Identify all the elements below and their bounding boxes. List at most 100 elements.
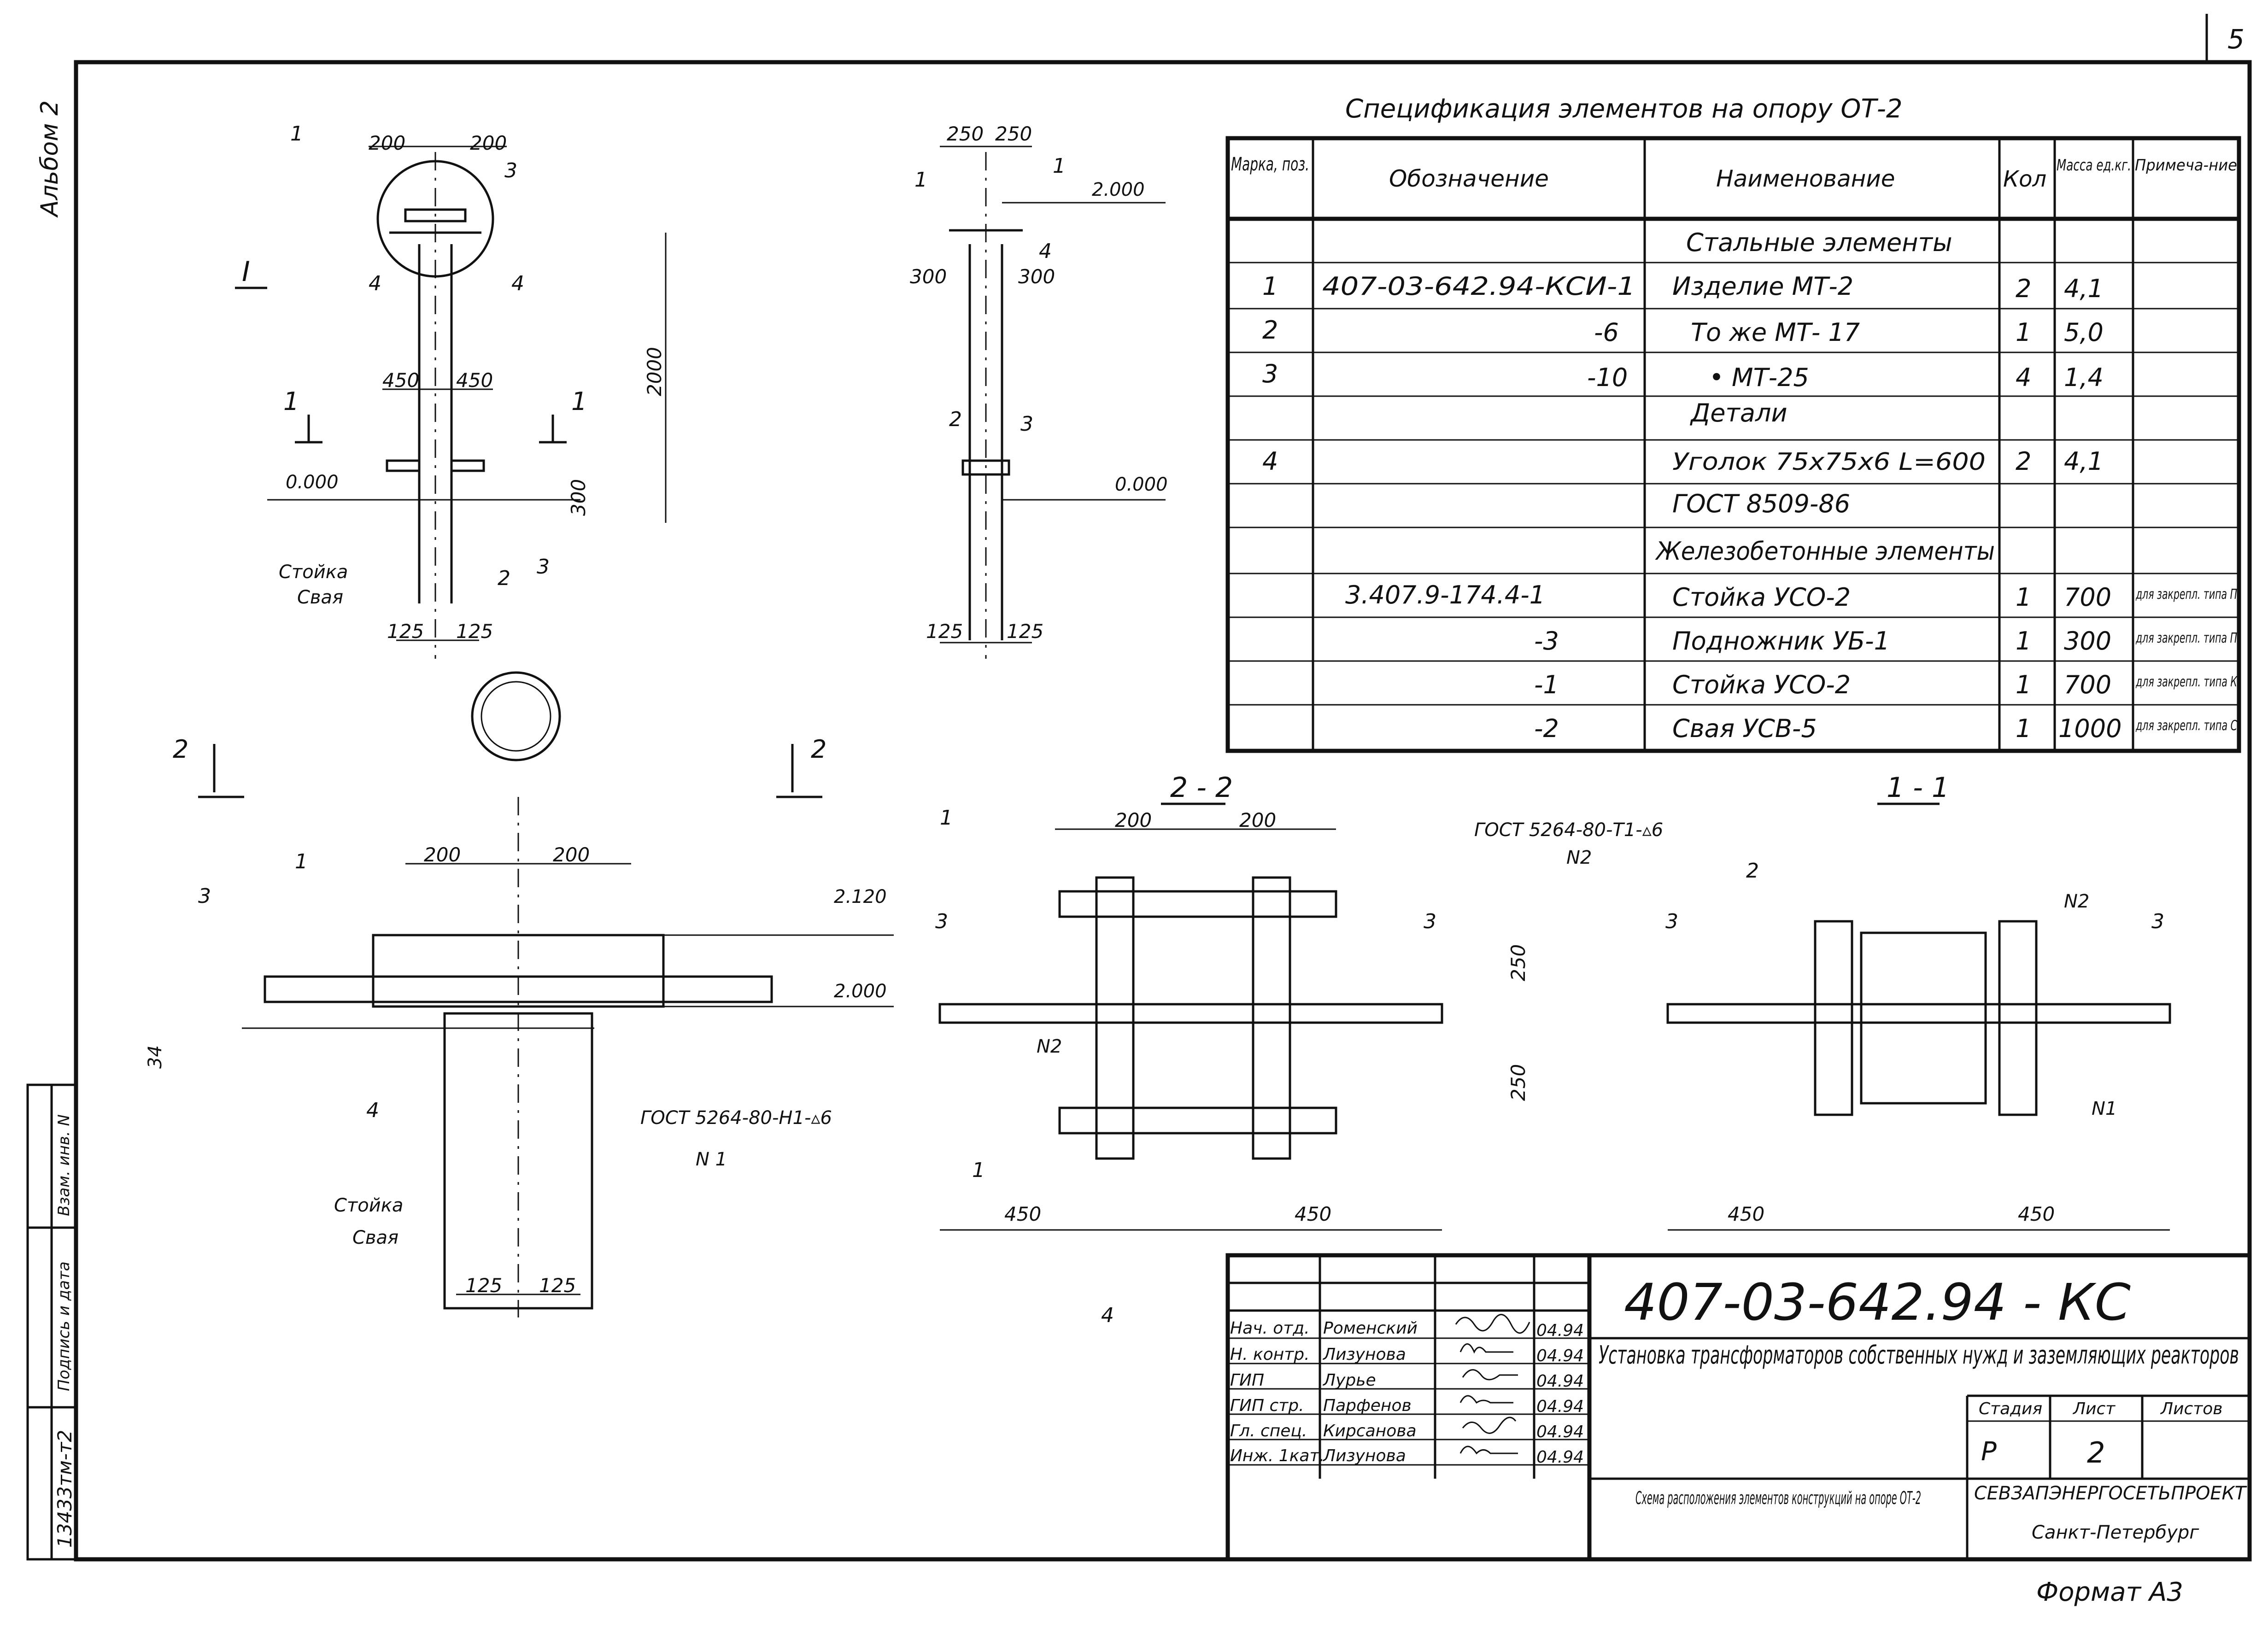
spec-row-1-pos: 1 (1262, 272, 1278, 301)
svg-text:2.000: 2.000 (1092, 179, 1145, 200)
spec-row-11-qty: 1 (2016, 714, 2031, 743)
svg-text:3: 3 (1665, 910, 1678, 933)
spec-row-3-qty: 4 (2016, 363, 2031, 392)
svg-text:450: 450 (382, 369, 419, 392)
svg-text:Гл. спец.: Гл. спец. (1230, 1422, 1307, 1440)
svg-text:04.94: 04.94 (1536, 1397, 1584, 1416)
signatures (1455, 1314, 1530, 1455)
svg-text:250: 250 (1507, 944, 1530, 981)
org-name: СЕВЗАПЭНЕРГОСЕТЬПРОЕКТ (1974, 1483, 2248, 1504)
spec-row-11-designation: -2 (1534, 714, 1559, 743)
spec-row-5-name: Уголок 75х75х6 L=600 (1672, 448, 1986, 476)
spec-row-9-note: для закрепл. типа П (2135, 630, 2237, 646)
view-detail-I: 200 200 34 125 125 2.120 2.000 ГОСТ 5264… (145, 735, 894, 1317)
svg-text:Стойка: Стойка (279, 562, 348, 583)
svg-text:200: 200 (369, 132, 405, 154)
spec-header-pos: Марка, поз. (1231, 154, 1309, 175)
svg-text:300: 300 (567, 479, 590, 516)
svg-text:1: 1 (1053, 154, 1066, 178)
svg-text:1: 1 (914, 168, 927, 192)
svg-text:3: 3 (1424, 910, 1436, 933)
spec-row-5-mass: 4,1 (2064, 447, 2104, 476)
svg-text:450: 450 (1004, 1203, 1041, 1225)
svg-text:200: 200 (1239, 809, 1276, 831)
svg-text:4: 4 (1101, 1304, 1114, 1327)
sheet-title: Схема расположения элементов конструкций… (1635, 1488, 1921, 1508)
svg-text:ГИП стр.: ГИП стр. (1230, 1396, 1304, 1415)
svg-text:125: 125 (387, 620, 424, 643)
svg-text:1: 1 (290, 122, 303, 146)
svg-text:450: 450 (2018, 1203, 2055, 1225)
svg-text:2 - 2: 2 - 2 (1170, 772, 1233, 804)
svg-text:04.94: 04.94 (1536, 1448, 1584, 1467)
sheets-label: Листов (2160, 1399, 2222, 1418)
svg-text:04.94: 04.94 (1536, 1346, 1584, 1365)
svg-text:125: 125 (1007, 620, 1043, 643)
svg-text:1: 1 (972, 1159, 985, 1182)
spec-row-10-mass: 700 (2064, 670, 2111, 699)
svg-text:04.94: 04.94 (1536, 1321, 1584, 1340)
spec-header-mass: Масса ед.кг. (2057, 156, 2131, 175)
svg-text:2000: 2000 (643, 347, 666, 396)
spec-row-7-name: Железобетонные элементы (1655, 537, 1995, 566)
sheet-frame (74, 60, 2252, 1562)
spec-row-3-designation: -10 (1587, 363, 1628, 392)
spec-row-2-qty: 1 (2016, 318, 2031, 347)
spec-header-designation: Обозначение (1389, 165, 1549, 192)
spec-row-2-pos: 2 (1262, 316, 1278, 345)
svg-text:1: 1 (283, 387, 299, 416)
svg-text:300: 300 (1018, 265, 1055, 288)
svg-text:0.000: 0.000 (1115, 474, 1168, 495)
svg-text:Инж. 1кат.: Инж. 1кат. (1230, 1446, 1324, 1465)
svg-text:34: 34 (145, 1045, 166, 1069)
drawing-code: 407-03-642.94 - КС (1624, 1273, 2131, 1332)
stage-label: Стадия (1979, 1399, 2042, 1418)
svg-text:1: 1 (940, 806, 953, 830)
view-section-2-2: 2 - 2 200 200 250 250 450 450 ГОСТ 5264-… (935, 772, 1663, 1327)
format-label: Формат А3 (2036, 1577, 2183, 1607)
svg-text:250: 250 (947, 123, 984, 145)
spec-row-3-mass: 1,4 (2064, 363, 2104, 392)
svg-text:250: 250 (995, 123, 1032, 145)
spec-row-8-name: Стойка УСО-2 (1672, 583, 1851, 612)
svg-text:Лурье: Лурье (1322, 1371, 1376, 1390)
spec-row-8-note: для закрепл. типа П (2135, 586, 2237, 603)
sheet-label: Лист (2072, 1399, 2116, 1418)
svg-text:3: 3 (935, 910, 948, 933)
spec-header-name: Наименование (1716, 165, 1895, 192)
spec-row-11-name: Свая УСВ-5 (1672, 714, 1817, 743)
svg-text:2.120: 2.120 (834, 886, 887, 907)
spec-row-2-designation: -6 (1594, 318, 1619, 347)
spec-row-10-qty: 1 (2016, 670, 2031, 699)
stage-value: Р (1981, 1437, 1997, 1467)
svg-text:450: 450 (1728, 1203, 1764, 1225)
svg-text:300: 300 (910, 265, 947, 288)
svg-text:Парфенов: Парфенов (1323, 1396, 1412, 1415)
svg-text:450: 450 (456, 369, 493, 392)
svg-text:200: 200 (1115, 809, 1152, 831)
spec-row-2-name: То же МТ- 17 (1691, 318, 1860, 347)
svg-text:3: 3 (504, 159, 517, 182)
spec-row-8-designation: 3.407.9-174.4-1 (1345, 580, 1545, 609)
svg-text:04.94: 04.94 (1536, 1372, 1584, 1391)
svg-text:3: 3 (537, 555, 550, 579)
svg-text:200: 200 (424, 843, 461, 866)
album-label: Альбом 2 (36, 100, 64, 218)
spec-row-3-pos: 3 (1262, 359, 1278, 388)
spec-row-2-mass: 5,0 (2064, 318, 2104, 347)
title-block: 407-03-642.94 - КС Установка трансформат… (1225, 1253, 2252, 1562)
spec-header-qty: Кол (2003, 166, 2046, 192)
svg-text:04.94: 04.94 (1536, 1422, 1584, 1441)
svg-text:Н. контр.: Н. контр. (1230, 1345, 1310, 1364)
svg-text:125: 125 (465, 1274, 502, 1297)
spec-table: Спецификация элементов на опору ОТ-2 Мар… (1225, 94, 2241, 753)
spec-row-8-qty: 1 (2016, 583, 2031, 612)
svg-text:N2: N2 (1566, 847, 1592, 868)
side-stamp: Взам. инв. N Подпись и дата 13433тм-т2 (26, 1083, 77, 1561)
svg-text:ГОСТ 5264-80-Н1-▵6: ГОСТ 5264-80-Н1-▵6 (640, 1107, 832, 1129)
spec-title: Спецификация элементов на опору ОТ-2 (1345, 94, 1903, 124)
svg-text:N2: N2 (1037, 1036, 1062, 1057)
city-name: Санкт-Петербург (2032, 1522, 2199, 1543)
svg-text:125: 125 (456, 620, 493, 643)
svg-text:Кирсанова: Кирсанова (1323, 1422, 1417, 1440)
